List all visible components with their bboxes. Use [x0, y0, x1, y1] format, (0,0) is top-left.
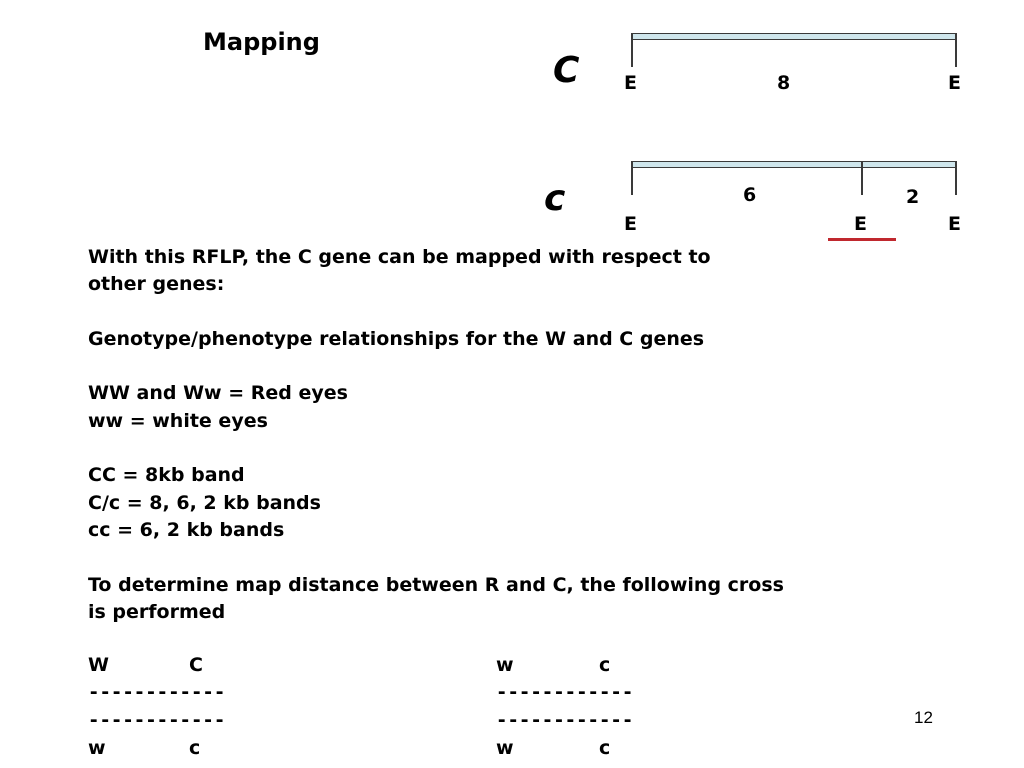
- gene-label-recessive: c: [544, 178, 566, 219]
- site-tick: [631, 33, 633, 67]
- chromosome-line: ------------: [496, 681, 634, 703]
- allele-c: c: [599, 654, 611, 676]
- site-label: E: [624, 213, 637, 235]
- allele-c: C: [189, 654, 203, 676]
- paragraph-line: other genes:: [88, 273, 225, 296]
- allele-c: c: [189, 737, 201, 759]
- site-tick: [955, 33, 957, 67]
- chromosome-line: ------------: [88, 681, 226, 703]
- paragraph-line: cc = 6, 2 kb bands: [88, 518, 285, 541]
- page-number: 12: [914, 708, 933, 727]
- probe-marker: [828, 238, 896, 241]
- gene-label-dominant: C: [553, 50, 580, 91]
- dna-bar-recessive: [631, 161, 957, 168]
- fragment-size: 6: [743, 184, 757, 206]
- allele-w: w: [88, 737, 106, 759]
- site-label: E: [948, 213, 961, 235]
- paragraph-line: is performed: [88, 600, 226, 623]
- allele-w: w: [496, 654, 514, 676]
- paragraph-line: ww = white eyes: [88, 409, 268, 432]
- allele-c: c: [599, 737, 611, 759]
- allele-w: w: [496, 737, 514, 759]
- paragraph-line: Genotype/phenotype relationships for the…: [88, 327, 705, 350]
- chromosome-line: ------------: [496, 709, 634, 731]
- chromosome-line: ------------: [88, 709, 226, 731]
- body-text: With this RFLP, the C gene can be mapped…: [88, 244, 784, 626]
- site-label: E: [854, 213, 867, 235]
- paragraph-line: WW and Ww = Red eyes: [88, 382, 348, 405]
- allele-w: W: [88, 654, 109, 676]
- paragraph-line: With this RFLP, the C gene can be mapped…: [88, 246, 711, 268]
- paragraph-line: C/c = 8, 6, 2 kb bands: [88, 491, 321, 514]
- site-label: E: [948, 72, 961, 94]
- site-label: E: [624, 72, 637, 94]
- site-tick: [955, 161, 957, 195]
- paragraph-line: CC = 8kb band: [88, 464, 245, 487]
- paragraph-line: To determine map distance between R and …: [88, 573, 784, 596]
- dna-bar-dominant: [631, 33, 957, 40]
- fragment-size: 8: [777, 72, 791, 94]
- slide-title: Mapping: [203, 28, 320, 56]
- site-tick: [631, 161, 633, 195]
- fragment-size: 2: [906, 186, 920, 208]
- site-tick: [861, 161, 863, 195]
